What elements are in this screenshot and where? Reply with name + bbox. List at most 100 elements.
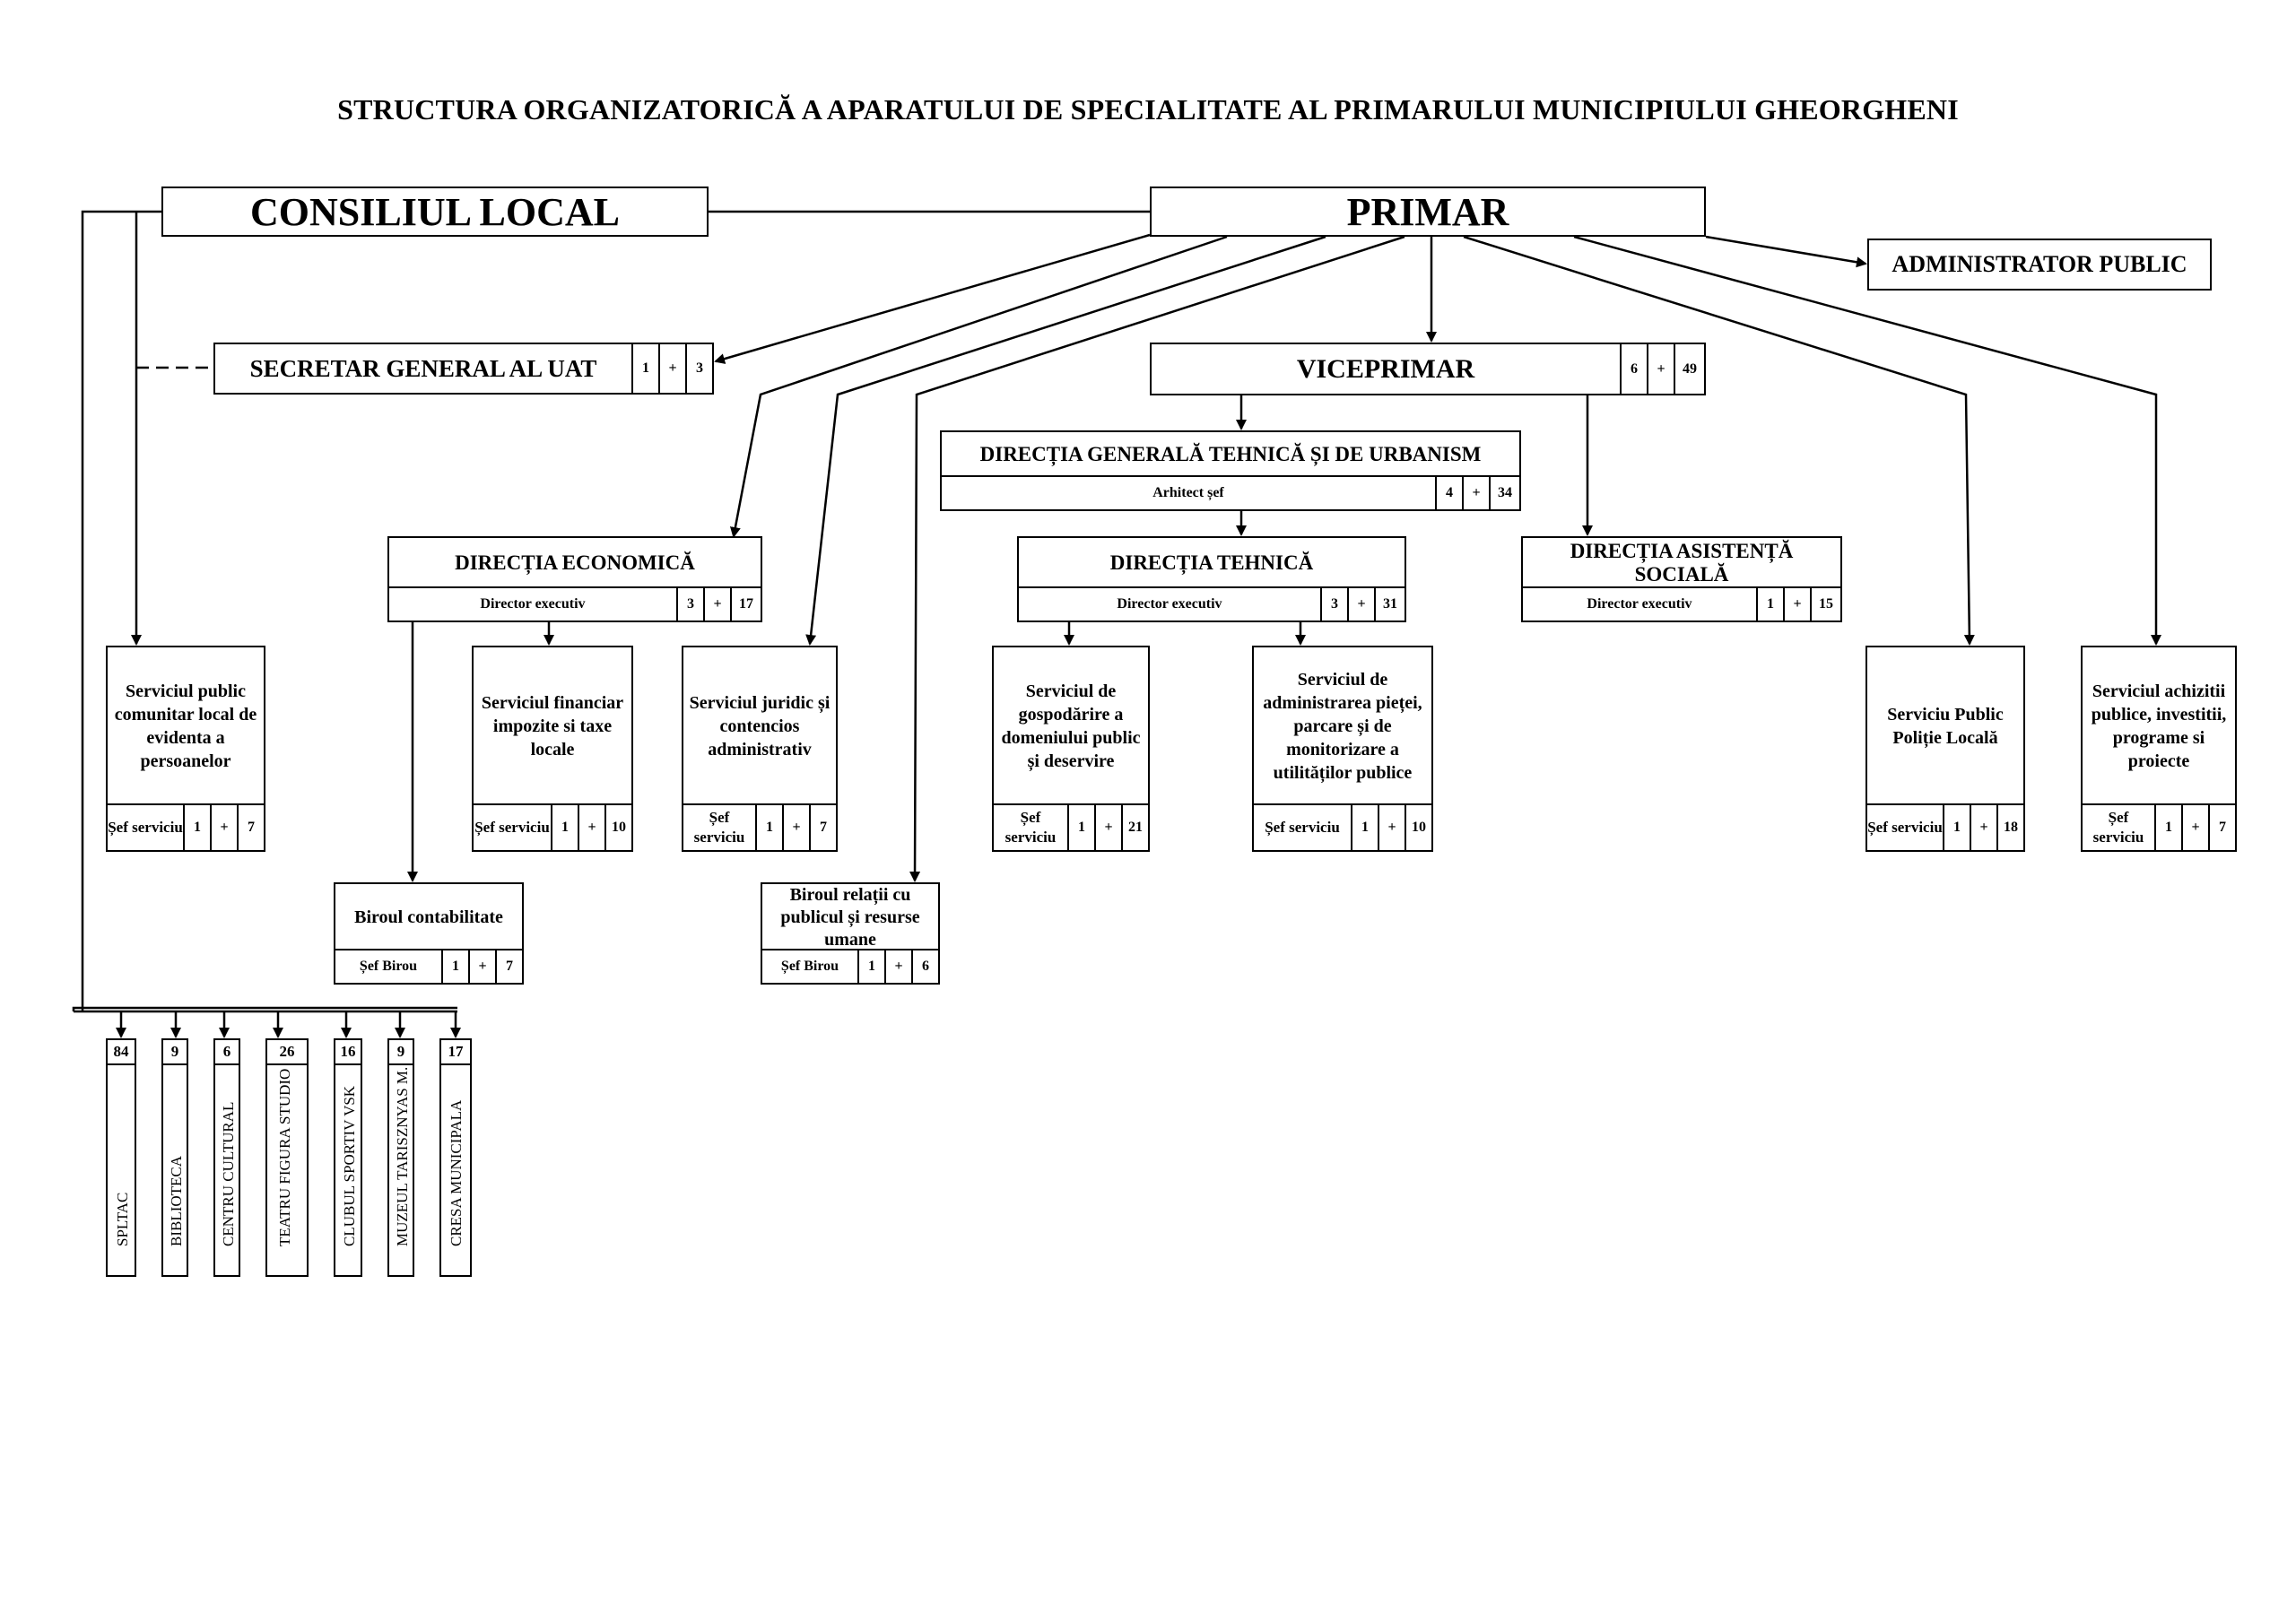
service-label: Serviciu Public Poliție Locală xyxy=(1887,705,2004,748)
institution-label: BIBLIOTECA xyxy=(168,1155,185,1246)
directia-generala-tehnica-box: DIRECȚIA GENERALĂ TEHNICĂ ȘI DE URBANISM… xyxy=(940,430,1521,511)
consiliu-local-box: CONSILIUL LOCAL xyxy=(161,187,709,237)
directia-asistenta-sociala-box: DIRECȚIA ASISTENȚĂ SOCIALĂ Director exec… xyxy=(1521,536,1842,622)
birou-count-a: 1 xyxy=(857,950,884,983)
birou-count-b: 6 xyxy=(911,950,938,983)
director-executiv-label: Director executiv xyxy=(480,596,586,612)
service-count-b: 18 xyxy=(1996,805,2023,850)
service-label: Serviciul public comunitar local de evid… xyxy=(114,681,257,771)
service-label: Serviciul de administrarea pieței, parca… xyxy=(1263,670,1422,783)
service-plus: + xyxy=(1378,805,1405,850)
sef-serviciu-label: Șef serviciu xyxy=(1265,819,1340,836)
primar-box: PRIMAR xyxy=(1150,187,1706,237)
institution-column: 17 CRESA MUNICIPALA xyxy=(439,1038,472,1277)
institution-label: CRESA MUNICIPALA xyxy=(448,1099,465,1246)
birou-plus: + xyxy=(884,950,911,983)
institution-count: 9 xyxy=(389,1040,413,1065)
institution-column: 26 TEATRU FIGURA STUDIO xyxy=(265,1038,309,1277)
administrator-public-label: ADMINISTRATOR PUBLIC xyxy=(1892,251,2187,277)
service-count-b: 7 xyxy=(237,805,264,850)
service-box-evidenta: Serviciul public comunitar local de evid… xyxy=(106,646,265,852)
birou-count-a: 1 xyxy=(441,950,468,983)
institution-column: 9 MUZEUL TARISZNYAS M. xyxy=(387,1038,414,1277)
viceprimar-box: VICEPRIMAR 6 + 49 xyxy=(1150,343,1706,395)
secretar-count-b: 3 xyxy=(685,344,712,393)
dgtu-count-a: 4 xyxy=(1435,477,1462,509)
tehnica-count-a: 3 xyxy=(1320,588,1347,621)
director-executiv-label: Director executiv xyxy=(1117,596,1222,612)
institution-label: SPLTAC xyxy=(114,1192,131,1246)
directia-tehnica-box: DIRECȚIA TEHNICĂ Director executiv 3 + 3… xyxy=(1017,536,1406,622)
secretar-plus: + xyxy=(658,344,685,393)
dgtu-plus: + xyxy=(1462,477,1489,509)
institution-column: 84 SPLTAC xyxy=(106,1038,136,1277)
service-box-politie: Serviciu Public Poliție Locală Șef servi… xyxy=(1866,646,2025,852)
primar-label: PRIMAR xyxy=(1346,189,1509,234)
secretar-general-box: SECRETAR GENERAL AL UAT 1 + 3 xyxy=(213,343,714,395)
service-label: Serviciul juridic și contencios administ… xyxy=(689,693,831,759)
institution-count: 17 xyxy=(441,1040,470,1065)
institution-count: 26 xyxy=(267,1040,307,1065)
institution-label: CLUBUL SPORTIV VSK xyxy=(341,1085,358,1246)
birou-relatii-box: Biroul relații cu publicul și resurse um… xyxy=(761,882,940,985)
directia-tehnica-label: DIRECȚIA TEHNICĂ xyxy=(1109,551,1314,574)
service-box-financiar: Serviciul financiar impozite si taxe loc… xyxy=(472,646,633,852)
secretar-count-a: 1 xyxy=(631,344,658,393)
service-plus: + xyxy=(578,805,604,850)
administrator-public-box: ADMINISTRATOR PUBLIC xyxy=(1867,239,2212,291)
birou-label: Biroul contabilitate xyxy=(354,907,503,927)
institution-column: 6 CENTRU CULTURAL xyxy=(213,1038,240,1277)
economica-count-b: 17 xyxy=(730,588,761,621)
arhitect-sef-label: Arhitect șef xyxy=(1152,485,1224,500)
economica-count-a: 3 xyxy=(676,588,703,621)
director-executiv-label: Director executiv xyxy=(1587,596,1692,612)
service-count-a: 1 xyxy=(551,805,578,850)
tehnica-count-b: 31 xyxy=(1374,588,1405,621)
directia-asistenta-sociala-label: DIRECȚIA ASISTENȚĂ SOCIALĂ xyxy=(1570,540,1794,586)
sef-serviciu-label: Șef serviciu xyxy=(1004,809,1057,846)
institution-label: TEATRU FIGURA STUDIO xyxy=(276,1068,293,1246)
sef-birou-label: Șef Birou xyxy=(359,959,418,974)
institution-count: 6 xyxy=(215,1040,239,1065)
service-plus: + xyxy=(782,805,809,850)
directia-economica-label: DIRECȚIA ECONOMICĂ xyxy=(455,551,695,574)
birou-plus: + xyxy=(468,950,495,983)
institution-count: 9 xyxy=(163,1040,187,1065)
service-box-gospodarire: Serviciul de gospodărire a domeniului pu… xyxy=(992,646,1150,852)
sef-serviciu-label: Șef serviciu xyxy=(108,819,183,836)
viceprimar-count-a: 6 xyxy=(1620,344,1647,394)
secretar-general-label: SECRETAR GENERAL AL UAT xyxy=(249,354,597,382)
viceprimar-count-b: 49 xyxy=(1674,344,1704,394)
viceprimar-label: VICEPRIMAR xyxy=(1296,353,1475,384)
service-plus: + xyxy=(210,805,237,850)
sef-serviciu-label: Șef serviciu xyxy=(693,809,745,846)
institution-column: 16 CLUBUL SPORTIV VSK xyxy=(334,1038,362,1277)
birou-count-b: 7 xyxy=(495,950,522,983)
service-label: Serviciul financiar impozite si taxe loc… xyxy=(481,693,624,759)
service-box-juridic: Serviciul juridic și contencios administ… xyxy=(682,646,838,852)
asistenta-count-b: 15 xyxy=(1810,588,1840,621)
service-plus: + xyxy=(1970,805,1996,850)
tehnica-plus: + xyxy=(1347,588,1374,621)
institution-label: CENTRU CULTURAL xyxy=(220,1101,237,1246)
service-box-achizitii: Serviciul achizitii publice, investitii,… xyxy=(2081,646,2237,852)
institution-count: 84 xyxy=(108,1040,135,1065)
service-plus: + xyxy=(1094,805,1121,850)
asistenta-plus: + xyxy=(1783,588,1810,621)
service-count-b: 7 xyxy=(2208,805,2235,850)
viceprimar-plus: + xyxy=(1647,344,1674,394)
service-count-b: 7 xyxy=(809,805,836,850)
sef-birou-label: Șef Birou xyxy=(780,959,839,974)
sef-serviciu-label: Șef serviciu xyxy=(474,819,550,836)
service-count-a: 1 xyxy=(1943,805,1970,850)
service-count-a: 1 xyxy=(1067,805,1094,850)
consiliu-local-label: CONSILIUL LOCAL xyxy=(249,189,620,234)
asistenta-count-a: 1 xyxy=(1756,588,1783,621)
service-label: Serviciul achizitii publice, investitii,… xyxy=(2091,681,2227,771)
service-label: Serviciul de gospodărire a domeniului pu… xyxy=(1001,681,1141,771)
service-count-b: 10 xyxy=(604,805,631,850)
economica-plus: + xyxy=(703,588,730,621)
service-plus: + xyxy=(2181,805,2208,850)
directia-economica-box: DIRECȚIA ECONOMICĂ Director executiv 3 +… xyxy=(387,536,762,622)
page-title: STRUCTURA ORGANIZATORICĂ A APARATULUI DE… xyxy=(337,93,1959,126)
